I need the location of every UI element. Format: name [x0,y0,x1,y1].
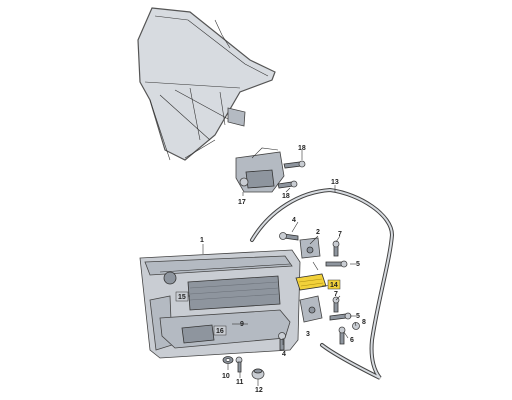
cap-12 [251,368,265,380]
label-part-5-lower: 5 [356,313,360,320]
leader-lines [182,150,357,386]
label-part-6: 6 [350,337,354,344]
label-part-16-box: 16 [213,325,227,336]
trim-clip-14 [295,273,327,291]
label-part-18-lower: 18 [282,193,290,200]
label-part-3: 3 [306,331,310,338]
label-part-12: 12 [255,387,263,394]
label-part-13: 13 [331,179,339,186]
label-part-14-highlight: 14 [327,279,341,290]
regulator-module [235,147,285,193]
part-labels: 1 2 3 4 4 5 5 6 7 7 8 9 10 11 12 13 14 1… [175,145,366,394]
screw-6 [338,326,346,345]
label-part-1: 1 [200,237,204,244]
label-part-11: 11 [236,379,244,386]
screw-7-upper [332,240,340,257]
label-part-17: 17 [238,199,246,206]
door-seal [250,187,395,380]
window-frame-assembly [137,7,276,161]
label-part-15-box: 15 [175,291,189,302]
bracket-3 [299,295,323,323]
label-part-8: 8 [362,319,366,326]
label-part-15: 15 [178,294,186,301]
label-part-14: 14 [330,282,338,289]
label-part-5-upper: 5 [356,261,360,268]
screw-5-lower [329,312,352,321]
screw-18-upper [283,160,306,169]
screw-4-upper [279,232,299,241]
speaker-grille [187,275,281,311]
label-part-9: 9 [240,321,244,328]
label-part-16: 16 [216,328,224,335]
screw-5-upper [325,260,348,268]
label-part-18-upper: 18 [298,145,306,152]
label-part-10: 10 [222,373,230,380]
label-part-7-lower: 7 [334,291,338,298]
bracket-2 [299,237,321,259]
screw-18-lower [277,180,298,189]
screw-7-lower [332,296,340,313]
label-part-4-upper: 4 [292,217,296,224]
screw-4-lower [278,332,286,351]
screw-11 [235,356,243,373]
label-part-4-lower: 4 [282,351,286,358]
label-part-2: 2 [316,229,320,236]
label-part-7-upper: 7 [338,231,342,238]
washer-10 [222,356,234,364]
